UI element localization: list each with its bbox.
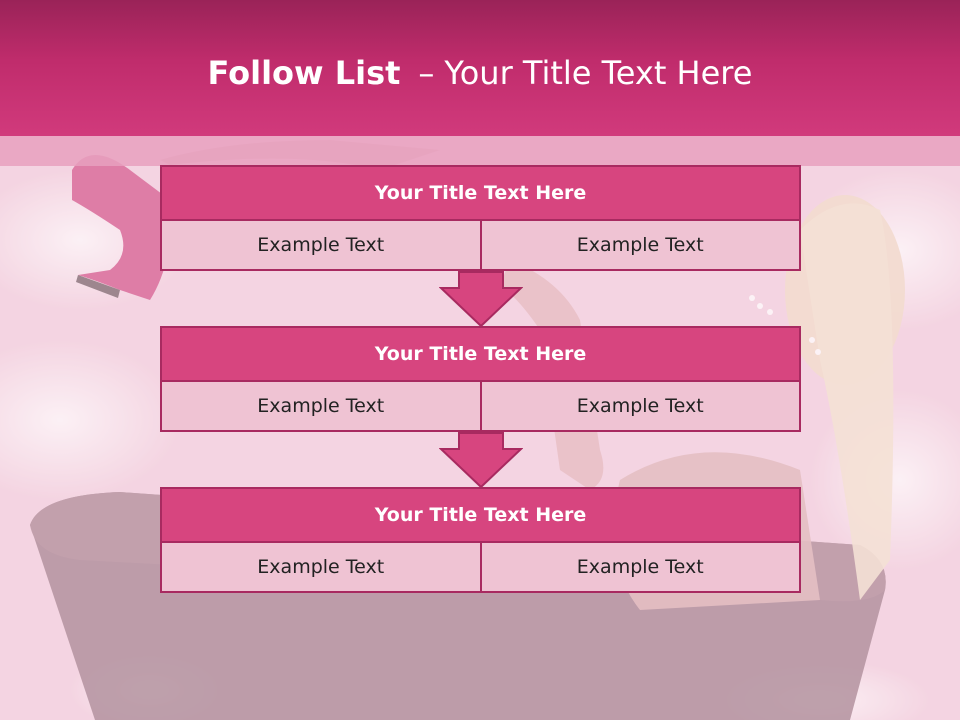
block-row: Example Text Example Text <box>160 221 801 271</box>
header-band <box>0 136 960 166</box>
block-row: Example Text Example Text <box>160 543 801 593</box>
block-title: Your Title Text Here <box>160 326 801 382</box>
down-arrow-icon <box>439 271 523 328</box>
list-block-2: Your Title Text Here Example Text Exampl… <box>160 326 801 432</box>
list-block-1: Your Title Text Here Example Text Exampl… <box>160 165 801 271</box>
header-bar <box>0 0 960 136</box>
block-cell-right: Example Text <box>479 543 799 591</box>
list-block-3: Your Title Text Here Example Text Exampl… <box>160 487 801 593</box>
block-cell-left: Example Text <box>162 382 480 430</box>
block-cell-right: Example Text <box>479 382 799 430</box>
title-dash: – <box>418 54 435 92</box>
block-title: Your Title Text Here <box>160 165 801 221</box>
title-bold: Follow List <box>207 54 401 92</box>
down-arrow-icon <box>439 432 523 489</box>
block-cell-right: Example Text <box>479 221 799 269</box>
block-cell-left: Example Text <box>162 543 480 591</box>
title-rest: Your Title Text Here <box>444 54 753 92</box>
block-cell-left: Example Text <box>162 221 480 269</box>
block-title: Your Title Text Here <box>160 487 801 543</box>
block-row: Example Text Example Text <box>160 382 801 432</box>
slide-title: Follow List–Your Title Text Here <box>0 54 960 92</box>
